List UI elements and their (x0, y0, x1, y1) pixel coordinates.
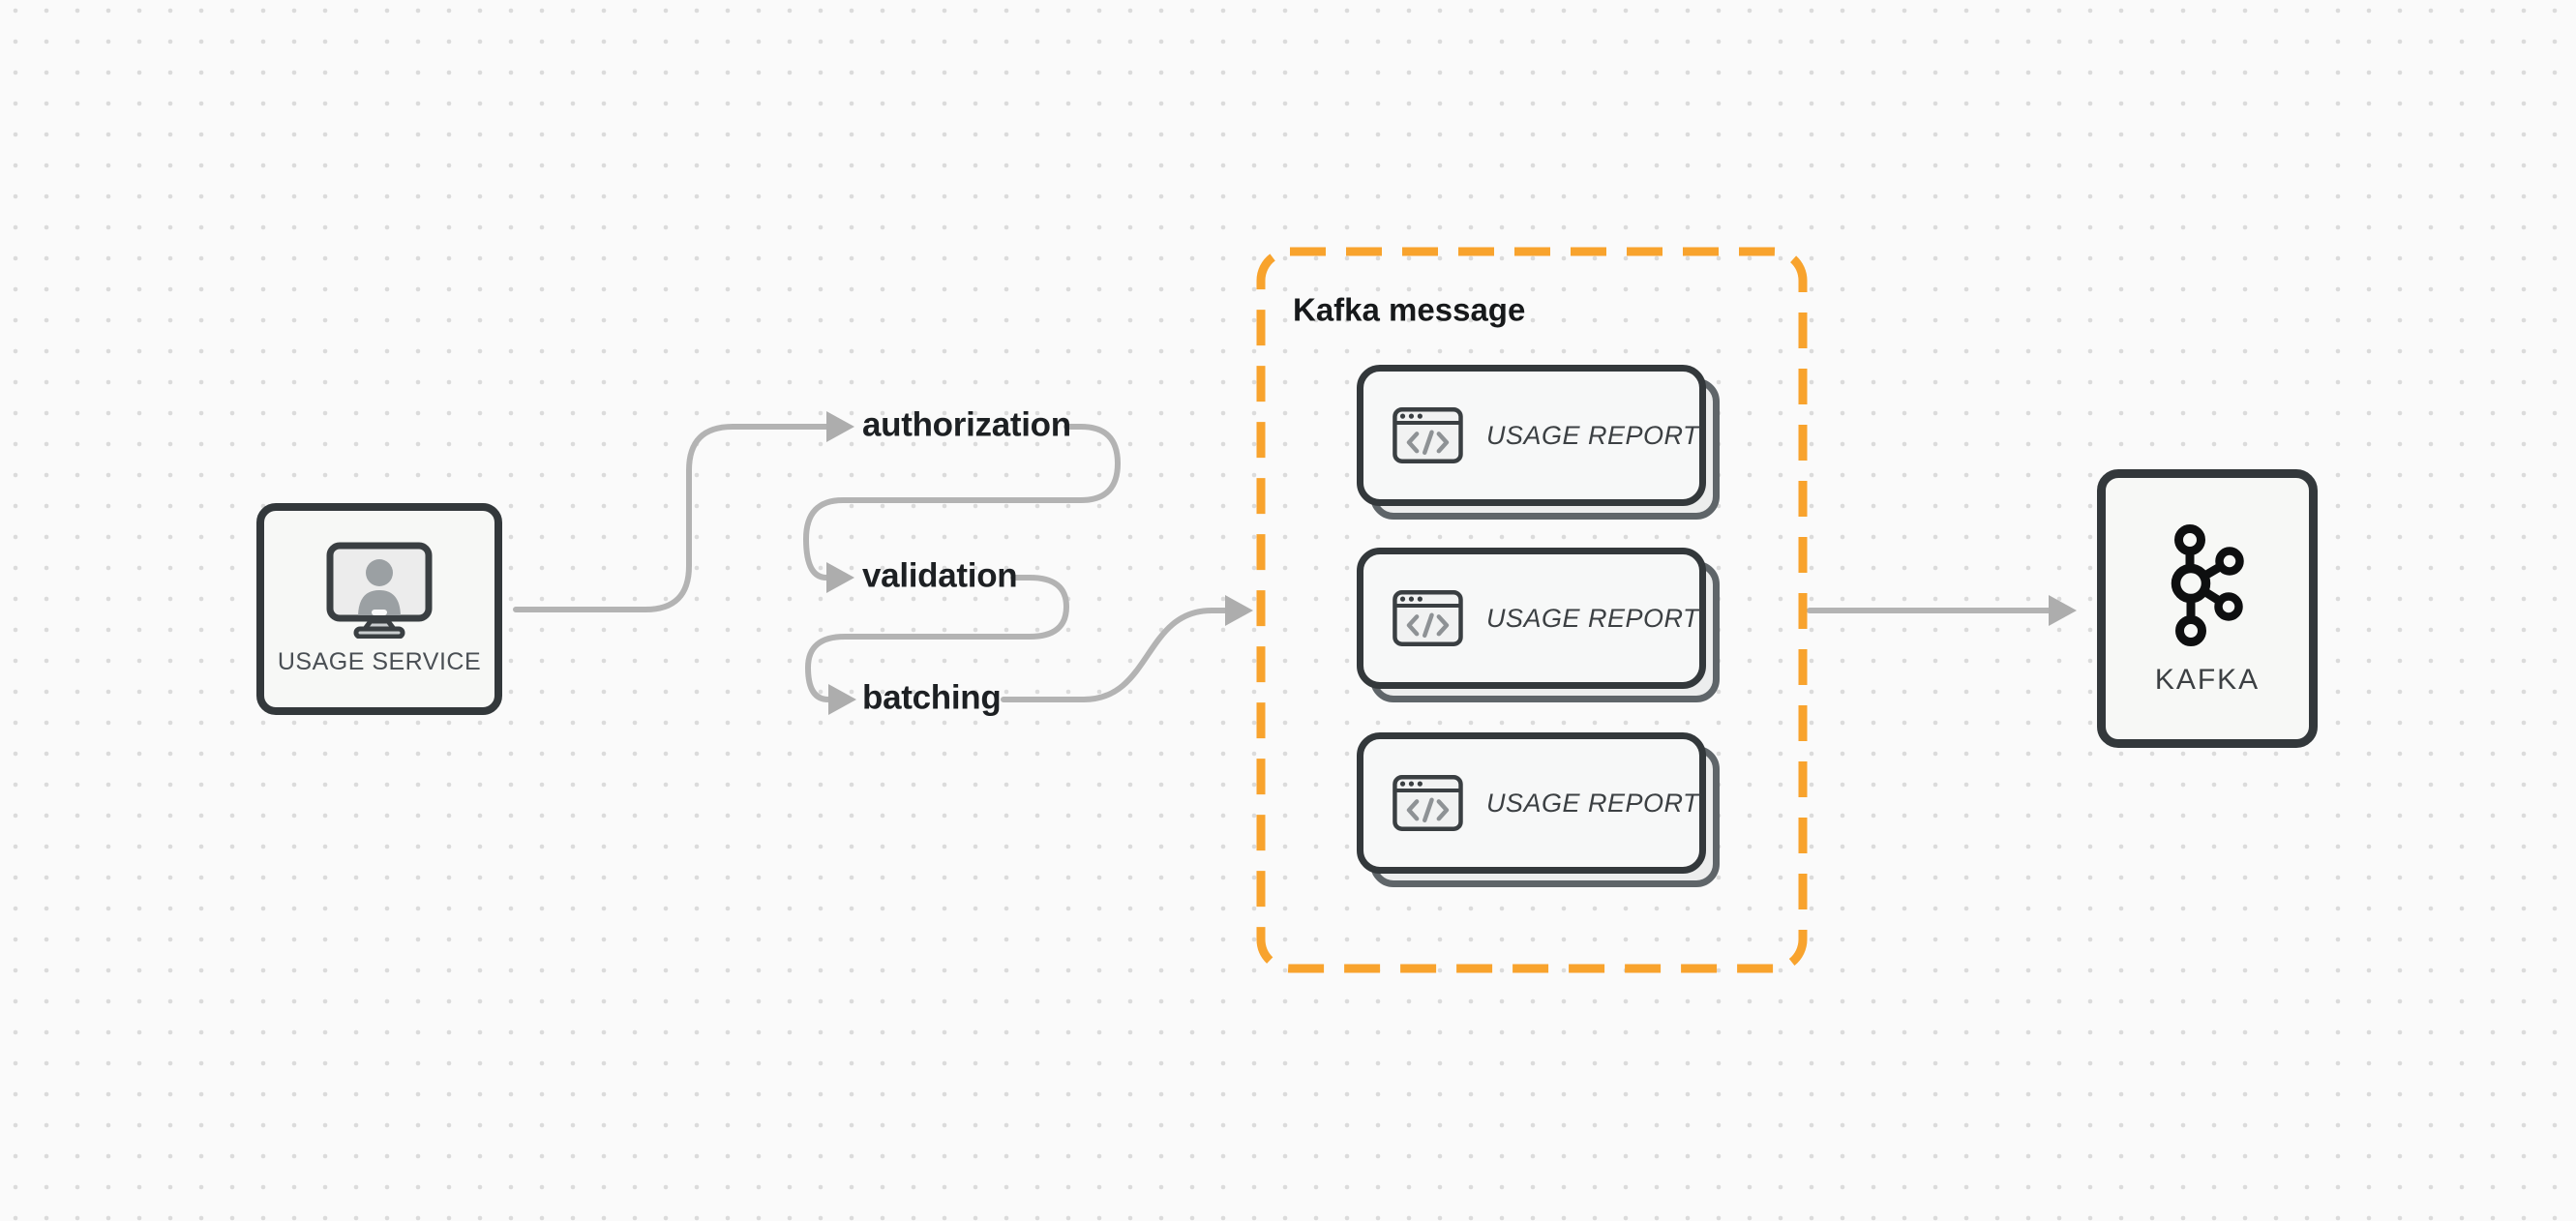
card-front: USAGE REPORT (1357, 365, 1706, 506)
kafka-logo-icon (2171, 524, 2244, 646)
usage-service-label: USAGE SERVICE (277, 648, 482, 675)
kafka-node[interactable]: KAFKA (2097, 469, 2318, 748)
card-front: USAGE REPORT (1357, 548, 1706, 689)
code-window-icon (1393, 775, 1463, 831)
usage-report-card[interactable]: USAGE REPORT (1357, 732, 1720, 887)
connector-service-to-authorization[interactable] (513, 424, 829, 612)
monitor-user-icon (326, 542, 433, 639)
connector-authorization-to-validation[interactable] (802, 424, 1122, 581)
usage-report-label: USAGE REPORT (1485, 420, 1699, 450)
connector-batching-to-group[interactable] (1001, 608, 1228, 702)
kafka-label: KAFKA (2154, 664, 2261, 696)
arrowhead-kafka (2049, 595, 2077, 626)
arrowhead-group (1225, 595, 1253, 626)
kafka-message-group-outline[interactable] (1256, 247, 1808, 973)
usage-report-label: USAGE REPORT (1485, 788, 1699, 818)
arrowhead-authorization (826, 411, 854, 442)
code-window-icon (1393, 590, 1463, 646)
usage-report-card[interactable]: USAGE REPORT (1357, 548, 1720, 702)
card-front: USAGE REPORT (1357, 732, 1706, 874)
code-window-icon (1393, 407, 1463, 463)
connector-validation-to-batching[interactable] (804, 575, 1070, 702)
usage-service-node[interactable]: USAGE SERVICE (256, 503, 502, 715)
step-label-validation[interactable]: validation (862, 556, 1018, 595)
step-label-authorization[interactable]: authorization (862, 405, 1071, 444)
arrowhead-validation (826, 562, 854, 593)
kafka-message-group-title[interactable]: Kafka message (1293, 291, 1526, 328)
arrowhead-batching (828, 684, 856, 715)
usage-report-card[interactable]: USAGE REPORT (1357, 365, 1720, 520)
usage-report-label: USAGE REPORT (1485, 603, 1699, 633)
step-label-batching[interactable]: batching (862, 678, 1002, 717)
